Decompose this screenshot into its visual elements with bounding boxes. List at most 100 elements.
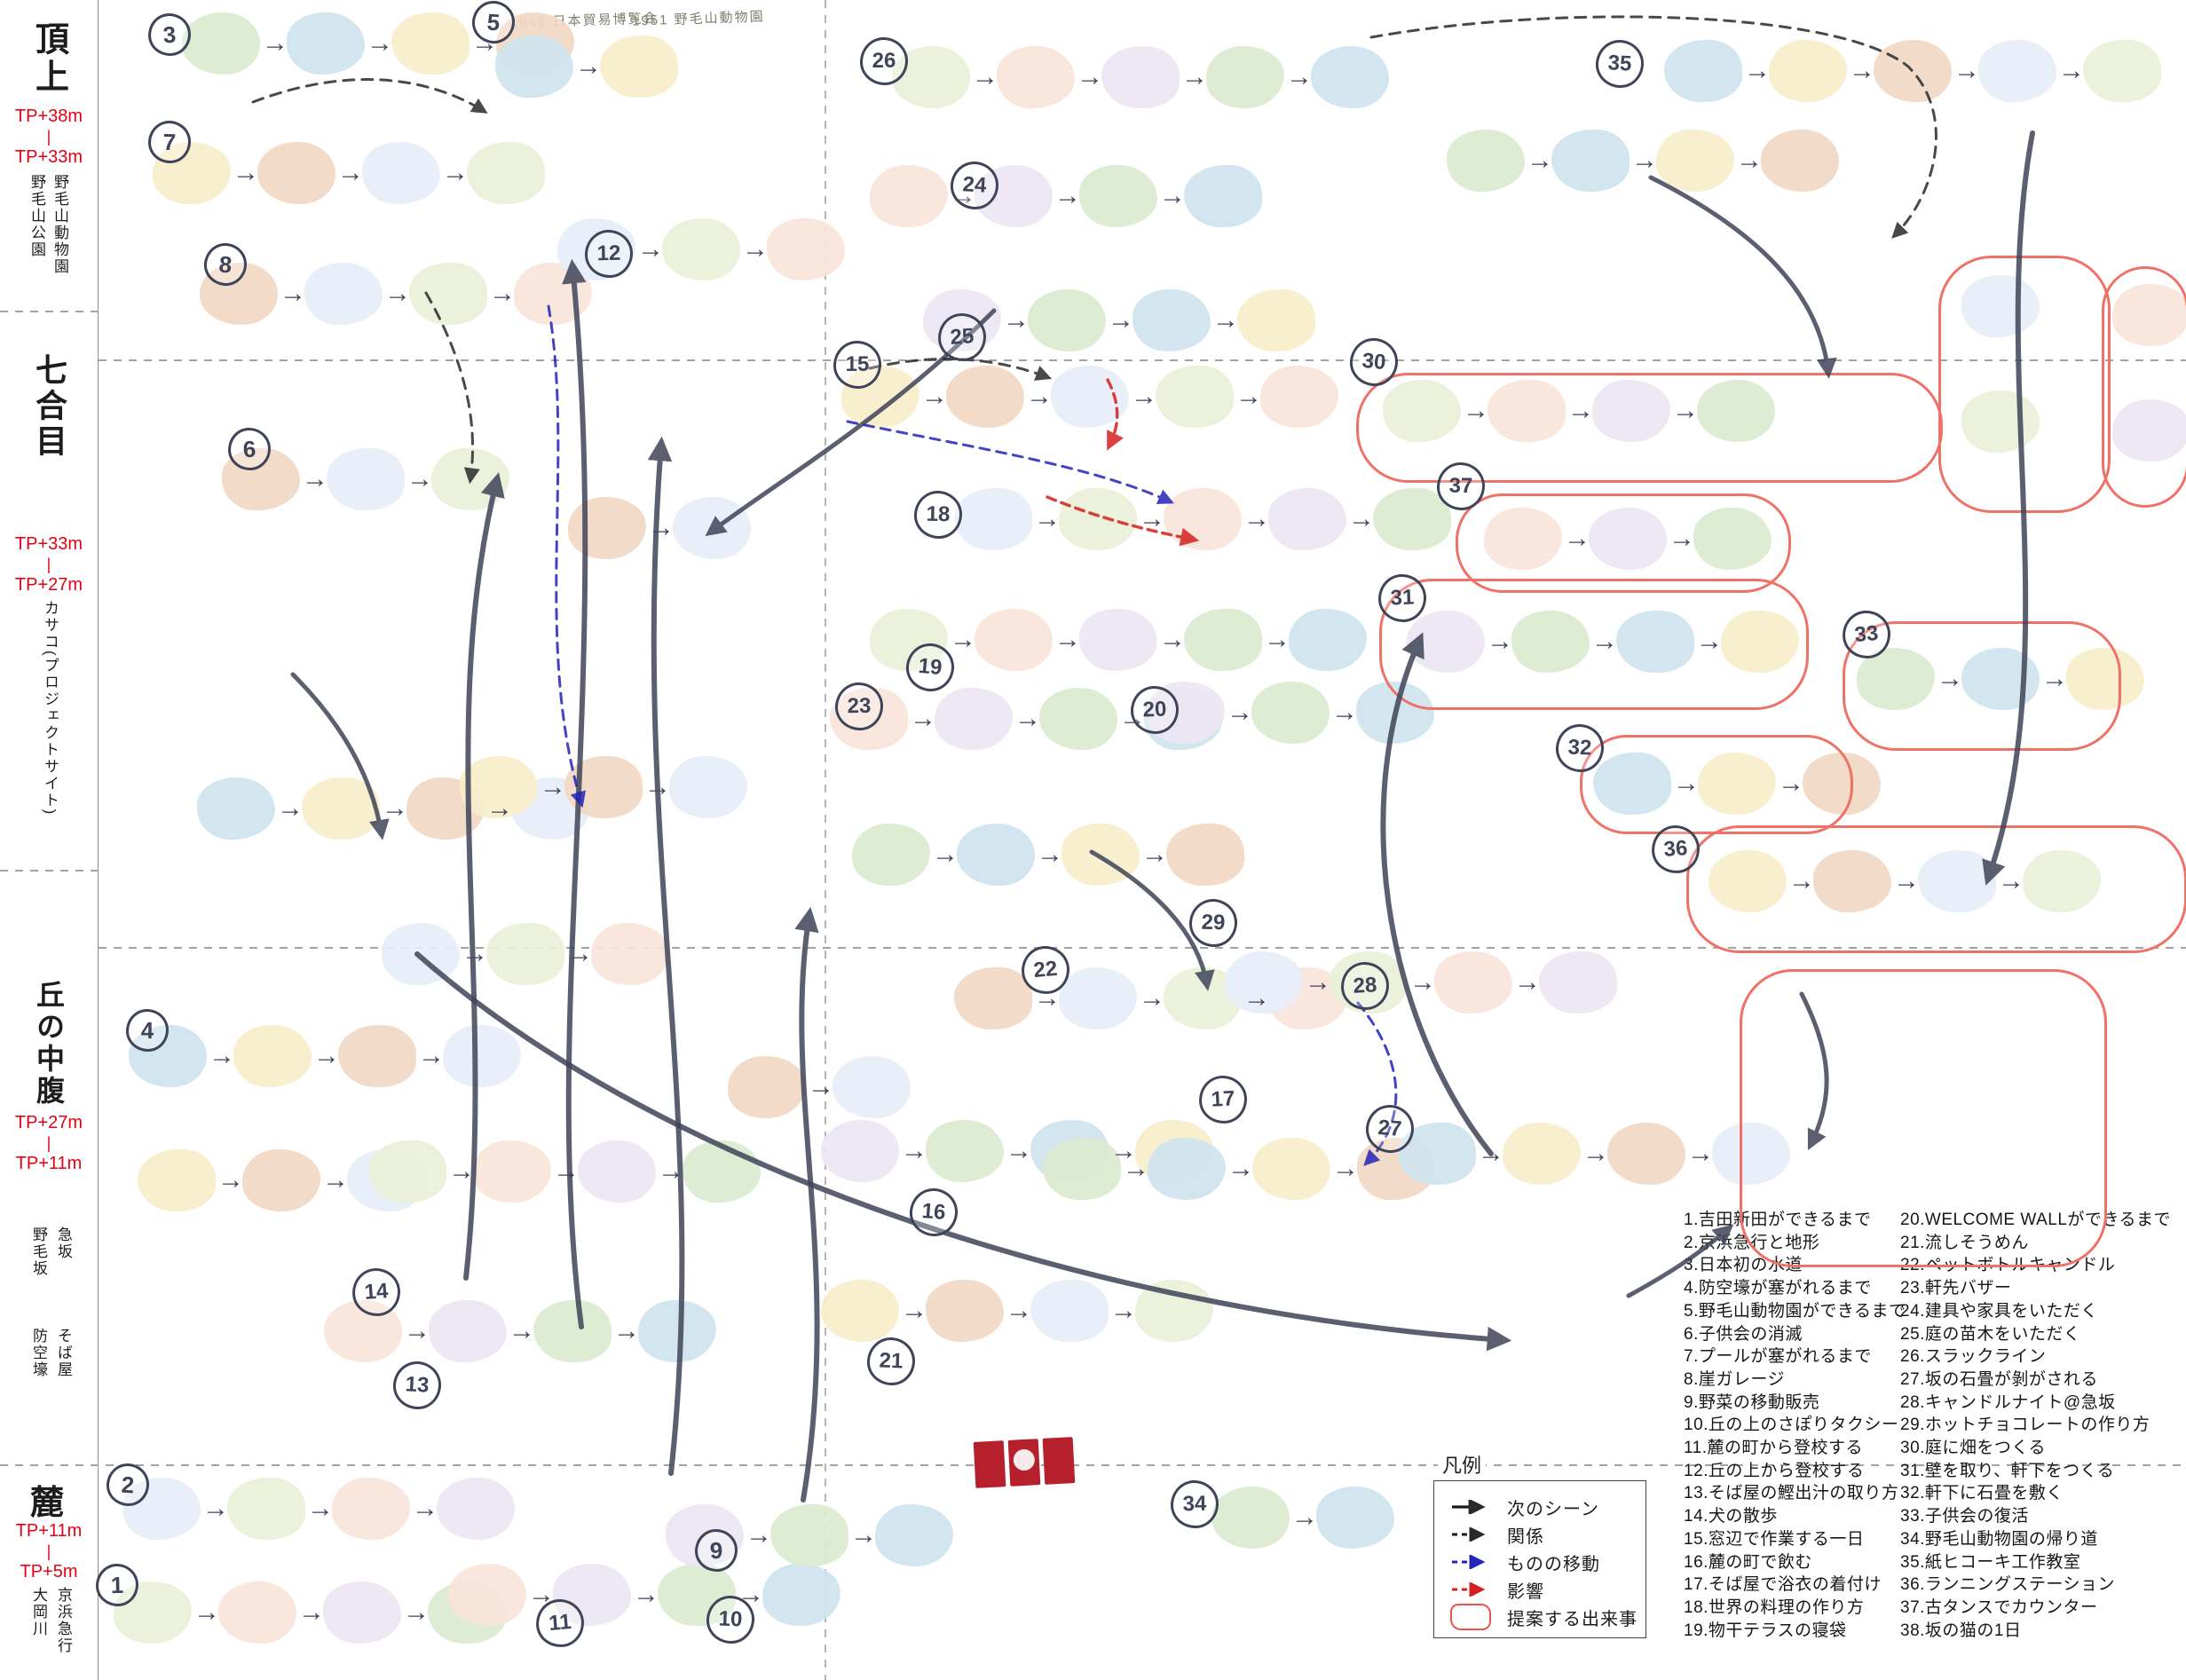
next-scene-arrow-icon: → <box>1159 625 1186 654</box>
scene-vignette <box>1503 1123 1581 1185</box>
next-scene-arrow-icon: → <box>298 1597 325 1627</box>
next-scene-arrow-icon: → <box>1463 396 1489 425</box>
band-divider-3 <box>0 1464 2186 1466</box>
scene-vignette <box>1267 486 1347 552</box>
next-scene-arrow-icon: → <box>1141 840 1168 869</box>
scene-marker: 4 <box>126 1009 169 1052</box>
next-scene-arrow-icon: → <box>1077 62 1103 91</box>
legend-box: 次のシーン関係ものの移動影響提案する出来事 <box>1433 1480 1646 1638</box>
next-scene-arrow-icon: → <box>1291 1503 1318 1532</box>
scene-list-item: 17.そば屋で浴衣の着付け <box>1684 1575 1882 1595</box>
scene-vignette <box>533 1298 612 1364</box>
scene-marker: 29 <box>1188 898 1238 948</box>
scene-vignette <box>926 1280 1004 1342</box>
scene-vignette <box>553 1564 631 1626</box>
proposal-outline <box>1938 256 2111 513</box>
next-scene-arrow-icon: → <box>921 382 948 411</box>
scene-vignette <box>391 11 470 76</box>
scene-vignette <box>1211 1485 1290 1550</box>
next-scene-arrow-icon: → <box>1119 704 1146 733</box>
next-scene-arrow-icon: → <box>1235 382 1262 411</box>
scene-vignette <box>1132 288 1211 353</box>
scene-vignette <box>436 1476 516 1542</box>
scene-vignette <box>1059 488 1137 550</box>
scene-vignette <box>851 822 931 887</box>
legend-item: 関係 <box>1450 1523 1544 1547</box>
legend-item: ものの移動 <box>1450 1550 1600 1574</box>
scene-list-item: 13.そば屋の鰹出汁の取り方 <box>1684 1484 1899 1503</box>
scene-vignette <box>181 11 261 76</box>
scene-marker: 15 <box>833 341 881 389</box>
scene-vignette <box>1769 40 1847 102</box>
scene-list-item: 24.建具や家具をいただく <box>1900 1301 2098 1321</box>
next-scene-arrow-icon: → <box>901 1296 927 1325</box>
scene-vignette <box>430 446 510 512</box>
scene-vignette <box>1251 1136 1331 1202</box>
proposal-box-icon <box>1450 1604 1491 1630</box>
scene-vignette <box>1251 682 1330 744</box>
scene-vignette <box>1078 607 1158 673</box>
scene-list-item: 38.坂の猫の1日 <box>1900 1621 2022 1640</box>
next-scene-arrow-icon: → <box>2041 664 2068 693</box>
section-title-summit: 頂上 <box>29 21 67 96</box>
scene-vignette <box>935 688 1013 750</box>
scene-vignette <box>1205 44 1285 110</box>
next-scene-arrow-icon: → <box>1139 504 1165 533</box>
next-scene-arrow-icon: → <box>1893 866 1920 895</box>
next-scene-arrow-icon: → <box>1514 967 1541 997</box>
scene-vignette <box>218 1581 296 1644</box>
scene-vignette <box>1289 609 1367 671</box>
scene-vignette <box>1606 1121 1686 1187</box>
scene-vignette <box>331 1476 411 1542</box>
next-scene-arrow-icon: → <box>1139 983 1165 1013</box>
next-scene-arrow-icon: → <box>1687 1139 1714 1168</box>
scene-vignette <box>1059 967 1137 1029</box>
scene-vignette <box>322 1580 402 1645</box>
legend-item: 影響 <box>1450 1578 1544 1602</box>
next-scene-arrow-icon: → <box>1788 866 1815 895</box>
place-label-air-raid-shelter: 防空壕 <box>30 1328 47 1378</box>
scene-marker: 26 <box>860 37 908 85</box>
next-scene-arrow-icon: → <box>280 279 306 308</box>
next-scene-arrow-icon: → <box>302 464 328 493</box>
next-scene-arrow-icon: → <box>1409 967 1436 997</box>
scene-vignette <box>1101 44 1180 110</box>
scene-vignette <box>590 921 670 987</box>
scene-vignette <box>1663 38 1743 104</box>
scene-marker: 12 <box>584 229 634 279</box>
sidebar-divider-1 <box>0 311 99 312</box>
scene-list-item: 9.野菜の移動販売 <box>1684 1392 1820 1412</box>
legend-item-label: 提案する出来事 <box>1507 1609 1638 1629</box>
vertical-dashed-divider <box>825 0 826 1680</box>
next-scene-arrow-icon: → <box>448 1156 475 1186</box>
next-scene-arrow-icon: → <box>1937 664 1963 693</box>
scene-vignette <box>302 777 380 840</box>
dashed-arrow-icon <box>1452 1527 1486 1542</box>
scene-list-item: 26.スラックライン <box>1900 1347 2047 1367</box>
scene-vignette <box>486 923 564 985</box>
scene-list-item: 5.野毛山動物園ができるまで <box>1684 1301 1906 1321</box>
scene-vignette <box>953 486 1033 552</box>
next-scene-arrow-icon: → <box>1564 524 1590 553</box>
next-scene-arrow-icon: → <box>1006 1136 1032 1165</box>
scene-vignette <box>1038 686 1118 752</box>
scene-vignette <box>137 1148 217 1213</box>
scene-vignette <box>337 1023 417 1089</box>
next-scene-arrow-icon: → <box>746 1520 772 1550</box>
scene-vignette <box>1028 289 1106 351</box>
scene-vignette <box>975 165 1053 227</box>
next-scene-arrow-icon: → <box>406 464 433 493</box>
next-scene-arrow-icon: → <box>1331 698 1358 727</box>
scene-vignette <box>1655 128 1735 193</box>
next-scene-arrow-icon: → <box>384 279 411 308</box>
scene-marker: 16 <box>908 1187 959 1238</box>
elevation-range-hillside: TP+27m|TP+11m <box>14 1113 83 1173</box>
scene-vignette <box>1165 822 1245 887</box>
scene-vignette <box>1538 950 1618 1015</box>
next-scene-arrow-icon: → <box>1953 56 1980 85</box>
scene-list-item: 27.坂の石畳が剝がされる <box>1900 1369 2098 1389</box>
scene-vignette <box>2083 40 2161 102</box>
scene-vignette <box>874 1503 954 1568</box>
scene-vignette <box>327 448 405 510</box>
scene-list-item: 32.軒下に石畳を敷く <box>1900 1484 2064 1503</box>
